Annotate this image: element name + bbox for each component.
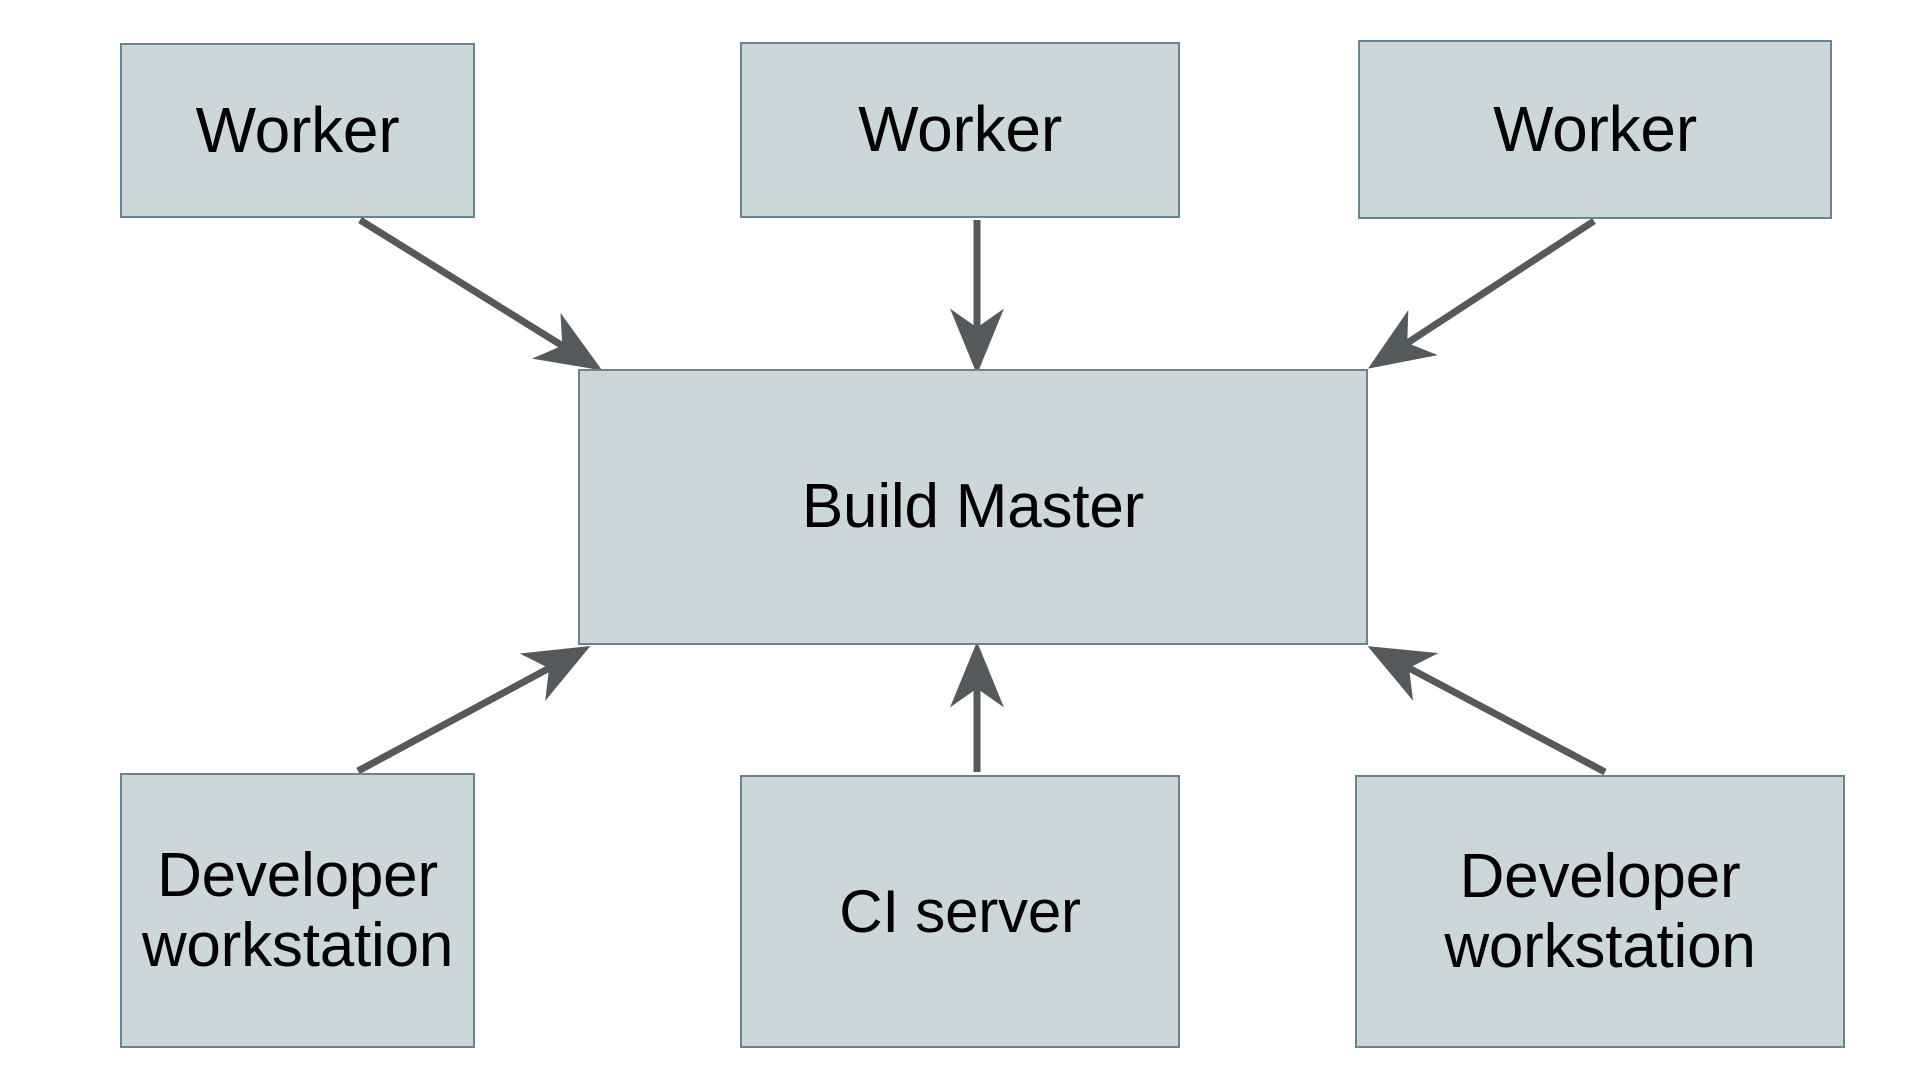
node-label: Worker: [858, 93, 1062, 166]
node-label: Worker: [1493, 92, 1697, 165]
node-label: Developer workstation: [141, 841, 454, 980]
edge-worker-left-to-master: [358, 217, 603, 371]
node-developer-workstation-right[interactable]: Developer workstation: [1355, 775, 1845, 1048]
edge-dev-right-to-master: [1367, 646, 1607, 776]
node-label: CI server: [839, 877, 1081, 945]
node-worker-left[interactable]: Worker: [120, 43, 475, 218]
node-developer-workstation-left[interactable]: Developer workstation: [120, 773, 475, 1048]
node-worker-mid[interactable]: Worker: [740, 42, 1180, 218]
node-label: Worker: [195, 93, 400, 166]
node-build-master[interactable]: Build Master: [578, 369, 1368, 645]
edge-dev-left-to-master: [356, 646, 591, 775]
node-ci-server[interactable]: CI server: [740, 775, 1180, 1048]
edge-worker-right-to-master: [1367, 218, 1596, 369]
node-label: Developer workstation: [1444, 842, 1756, 981]
node-worker-right[interactable]: Worker: [1358, 40, 1832, 219]
node-label: Build Master: [801, 472, 1145, 542]
